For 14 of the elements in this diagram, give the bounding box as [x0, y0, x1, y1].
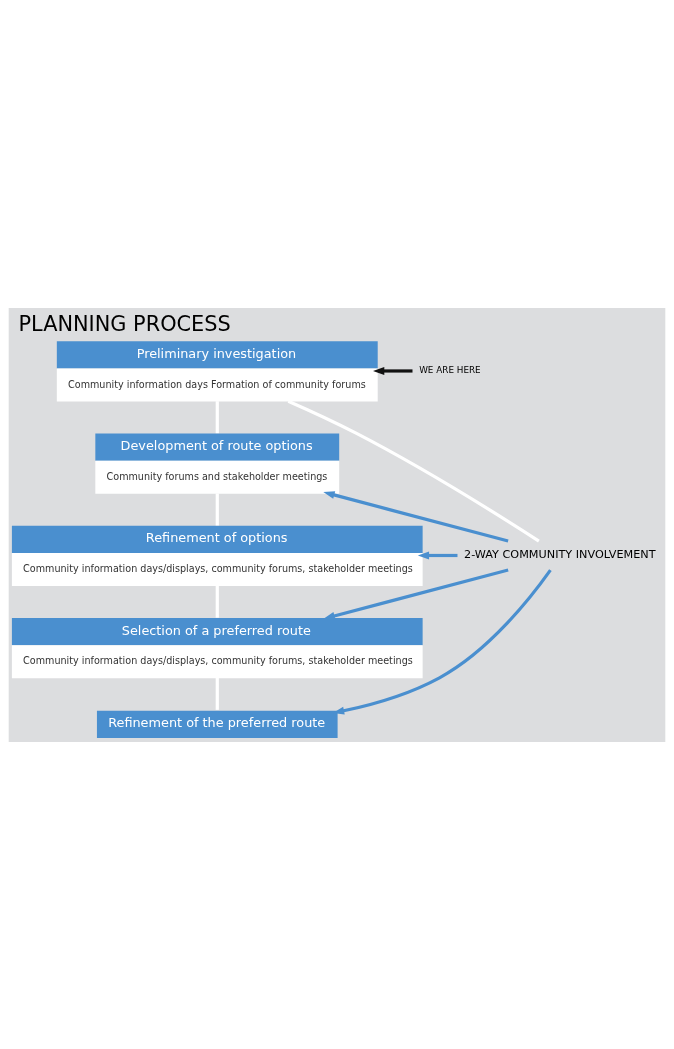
node-text: WE ARE HERE: [419, 364, 481, 375]
arrow: [323, 490, 509, 543]
connector: [215, 400, 219, 433]
arrow: [373, 366, 413, 375]
node-box: Refinement of the preferred route: [96, 710, 338, 738]
node-text: 2-WAY COMMUNITY INVOLVEMENT: [464, 547, 656, 561]
arrow: [323, 567, 509, 620]
connector: [215, 677, 219, 710]
arrow: [417, 551, 458, 559]
diagram-title: PLANNING PROCESS: [18, 311, 231, 336]
arrow: [332, 568, 552, 715]
connector: [215, 585, 219, 618]
connector: [215, 492, 219, 525]
connector: [287, 399, 540, 542]
